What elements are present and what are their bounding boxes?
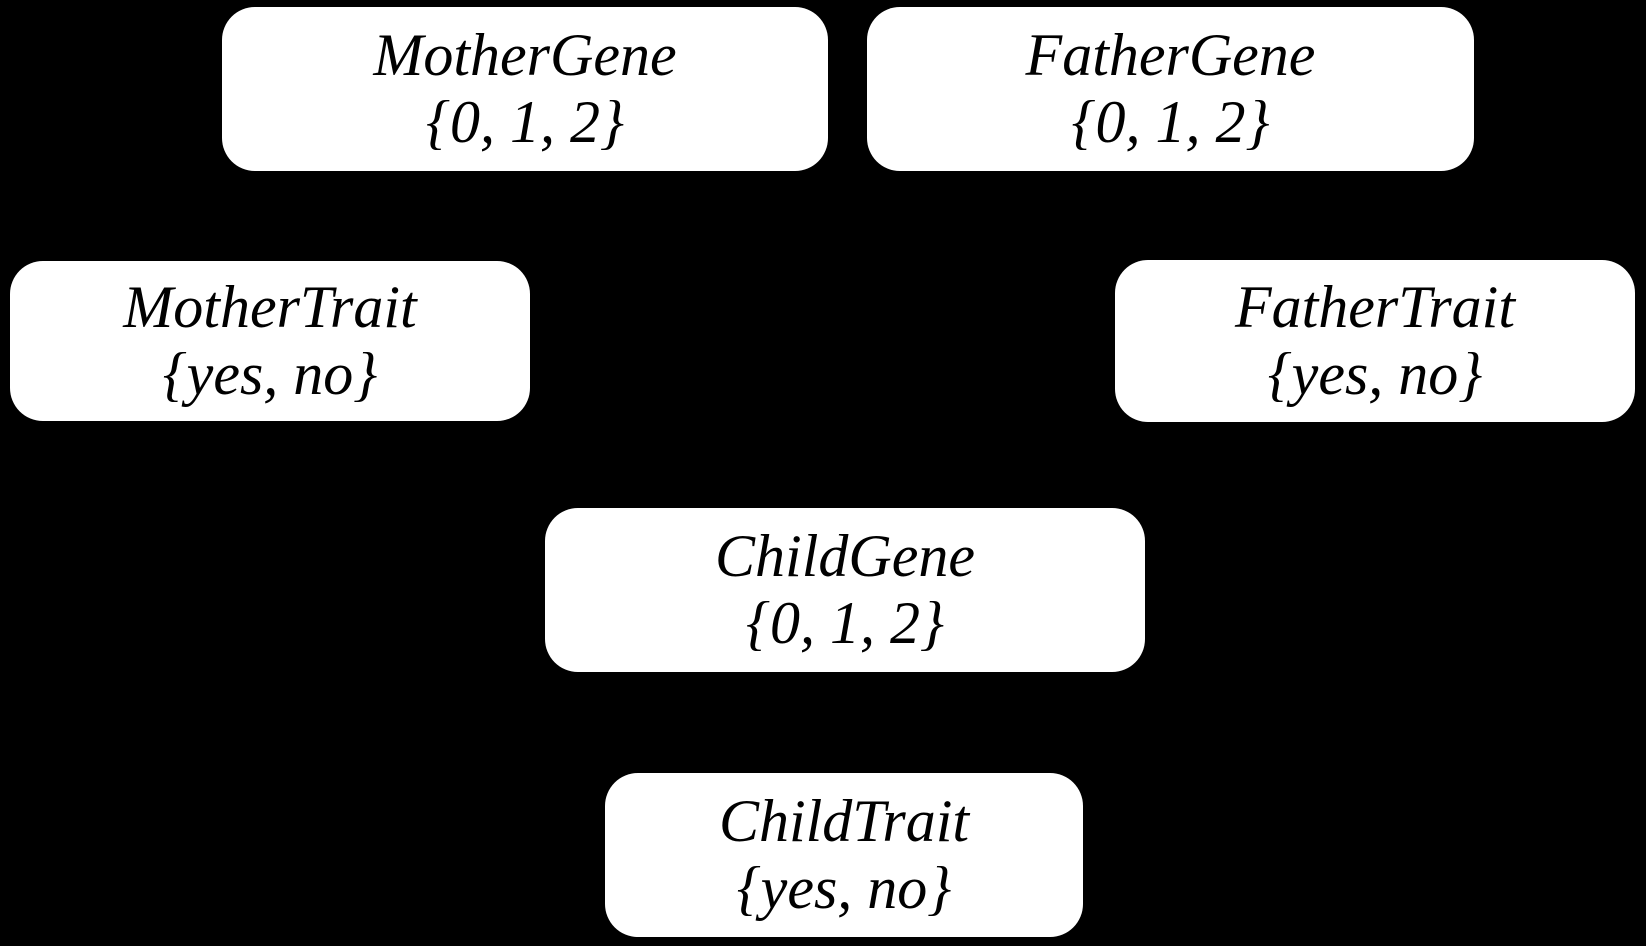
node-child-gene: ChildGene {0, 1, 2}	[545, 508, 1145, 672]
node-mother-gene: MotherGene {0, 1, 2}	[222, 7, 828, 171]
node-child-trait-values: {yes, no}	[736, 855, 952, 921]
node-father-trait-values: {yes, no}	[1267, 341, 1483, 407]
node-mother-gene-label: MotherGene	[373, 21, 677, 88]
node-father-gene-values: {0, 1, 2}	[1071, 89, 1270, 155]
node-child-gene-label: ChildGene	[715, 522, 975, 589]
node-child-trait: ChildTrait {yes, no}	[605, 773, 1083, 937]
node-child-trait-label: ChildTrait	[718, 787, 970, 854]
node-father-gene: FatherGene {0, 1, 2}	[867, 7, 1474, 171]
node-mother-trait-values: {yes, no}	[162, 341, 378, 407]
node-father-trait: FatherTrait {yes, no}	[1115, 260, 1635, 422]
node-mother-trait: MotherTrait {yes, no}	[10, 261, 530, 421]
node-mother-trait-label: MotherTrait	[123, 273, 417, 340]
node-mother-gene-values: {0, 1, 2}	[426, 89, 624, 155]
node-child-gene-values: {0, 1, 2}	[746, 590, 944, 656]
node-father-trait-label: FatherTrait	[1234, 273, 1516, 340]
node-father-gene-label: FatherGene	[1025, 21, 1316, 88]
